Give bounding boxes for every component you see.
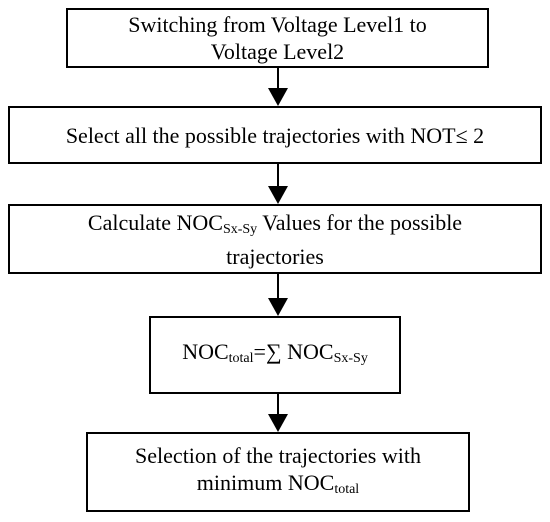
step-3-line-1-post: Values for the possible (257, 209, 463, 235)
step-1-line-2: Voltage Level2 (210, 39, 345, 64)
step-3-line-1: Calculate NOCSx-Sy Values for the possib… (88, 209, 462, 243)
formula-sum-noc: =∑ NOC (253, 339, 334, 364)
noc-total-formula: NOCtotal=∑ NOCSx-Sy (182, 338, 368, 372)
step-3-subscript-sx-sy: Sx-Sy (222, 221, 258, 237)
step-noc-total-formula: NOCtotal=∑ NOCSx-Sy (149, 316, 401, 394)
step-5-line-2: minimum NOCtotal (197, 469, 359, 503)
formula-subscript-sx-sy: Sx-Sy (333, 351, 368, 366)
arrow-4 (268, 394, 288, 432)
step-select-trajectories: Select all the possible trajectories wit… (8, 106, 542, 164)
step-1-line-1: Switching from Voltage Level1 to (128, 12, 427, 37)
step-5-subscript-total: total (334, 481, 360, 497)
formula-subscript-total: total (228, 351, 254, 366)
step-3-line-2: trajectories (226, 243, 324, 269)
step-switching-voltage-level: Switching from Voltage Level1 to Voltage… (66, 8, 489, 68)
step-5-line-2-pre: minimum NOC (196, 469, 335, 495)
step-2-line-1: Select all the possible trajectories wit… (65, 122, 485, 148)
step-selection-minimum-noc: Selection of the trajectories with minim… (86, 432, 470, 512)
formula-noc: NOC (182, 339, 229, 364)
step-5-line-1: Selection of the trajectories with (135, 442, 421, 468)
arrow-3 (268, 274, 288, 316)
step-3-line-1-pre: Calculate NOC (87, 209, 223, 235)
step-calculate-noc: Calculate NOCSx-Sy Values for the possib… (8, 204, 542, 274)
arrow-1 (268, 68, 288, 106)
arrow-2 (268, 164, 288, 204)
